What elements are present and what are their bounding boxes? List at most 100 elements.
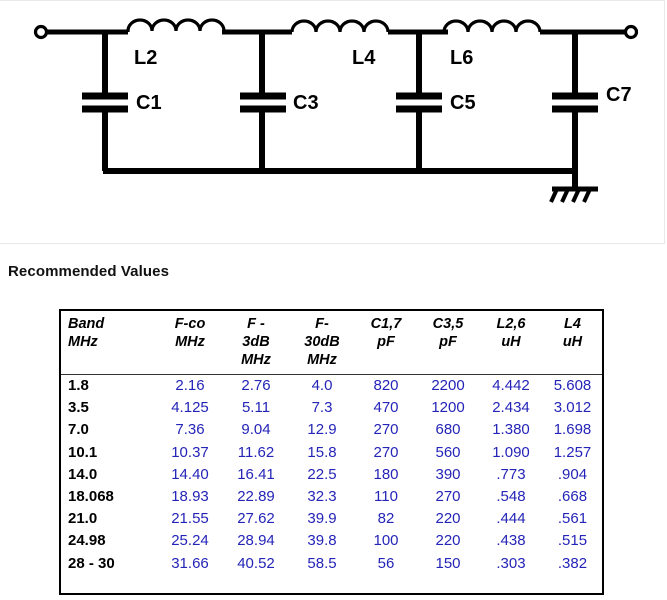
column-header-line: pF bbox=[377, 334, 395, 350]
cell-c35: 2200 bbox=[431, 377, 465, 394]
cell-f3db: 16.41 bbox=[237, 465, 275, 483]
cell-f30db: 58.5 bbox=[307, 554, 337, 572]
cell-l4: 1.698 bbox=[553, 421, 592, 439]
cell-f3db: 28.94 bbox=[237, 532, 275, 550]
cell-band: 10.1 bbox=[68, 443, 98, 461]
cell-fco: 25.24 bbox=[171, 532, 209, 550]
label-C3: C3 bbox=[293, 92, 319, 114]
table-spacer-row bbox=[61, 575, 602, 593]
cell-c35: 1200 bbox=[431, 399, 465, 417]
inductor-L6-coil bbox=[442, 19, 542, 33]
label-C7: C7 bbox=[606, 84, 632, 106]
cell-l4: 5.608 bbox=[553, 377, 592, 394]
cell-c35: 270 bbox=[435, 488, 461, 506]
cell-band: 14.0 bbox=[68, 465, 98, 483]
cell-band: 7.0 bbox=[68, 421, 89, 439]
inductor-L2-coil bbox=[126, 18, 226, 33]
cell-l26: .773 bbox=[496, 465, 526, 483]
label-L4: L4 bbox=[352, 47, 376, 69]
cell-fco: 31.66 bbox=[171, 554, 209, 572]
cell-c17: 56 bbox=[377, 554, 395, 572]
label-C1: C1 bbox=[136, 92, 162, 114]
cell-f3db: 5.11 bbox=[241, 399, 271, 417]
cell-c17: 820 bbox=[373, 377, 399, 394]
cell-f3db: 40.52 bbox=[237, 554, 275, 572]
cell-l26: .548 bbox=[496, 488, 526, 506]
cell-c35: 560 bbox=[435, 443, 461, 461]
column-header-line: L2,6 bbox=[496, 316, 526, 332]
column-header-line: MHz bbox=[175, 334, 205, 350]
cell-c17: 470 bbox=[373, 399, 399, 417]
cell-c35: 220 bbox=[435, 532, 461, 550]
column-header-l4: L4 uH bbox=[543, 311, 602, 375]
cell-f3db: 2.76 bbox=[241, 377, 271, 394]
cell-c35: 680 bbox=[435, 421, 461, 439]
cell-band: 1.8 bbox=[68, 377, 89, 394]
cell-f30db: 39.8 bbox=[307, 532, 337, 550]
inductor-L4-coil bbox=[290, 19, 390, 33]
cell-f30db: 4.0 bbox=[311, 377, 333, 394]
cell-l26: .444 bbox=[496, 510, 526, 528]
cell-c17: 100 bbox=[373, 532, 399, 550]
chassis-ground-icon bbox=[549, 186, 598, 203]
cell-l4: .561 bbox=[557, 510, 588, 528]
cell-band: 24.98 bbox=[68, 532, 106, 550]
column-header-line: uH bbox=[501, 334, 521, 350]
cell-l4: 1.257 bbox=[553, 443, 592, 461]
column-header-c17: C1,7 pF bbox=[355, 311, 417, 375]
cell-l4: .382 bbox=[557, 554, 588, 572]
table-spacer-cell bbox=[61, 575, 602, 593]
column-header-line: C1,7 bbox=[370, 316, 402, 332]
cell-c17: 270 bbox=[373, 443, 399, 461]
cell-l26: 1.090 bbox=[492, 443, 530, 461]
cell-fco: 18.93 bbox=[171, 488, 209, 506]
input-terminal bbox=[33, 24, 49, 40]
cell-f3db: 27.62 bbox=[237, 510, 275, 528]
recommended-values-title: Recommended Values bbox=[8, 263, 170, 280]
column-header-line: 30dB bbox=[304, 334, 340, 350]
cell-fco: 2.16 bbox=[175, 377, 205, 394]
cell-band: 18.068 bbox=[68, 488, 114, 506]
branch-C3 bbox=[240, 32, 286, 171]
cell-c35: 220 bbox=[435, 510, 461, 528]
cell-f30db: 12.9 bbox=[307, 421, 337, 439]
cell-f30db: 15.8 bbox=[307, 443, 337, 461]
cell-fco: 10.37 bbox=[171, 443, 209, 461]
cell-c17: 270 bbox=[373, 421, 399, 439]
cell-fco: 21.55 bbox=[171, 510, 209, 528]
column-header-line: uH bbox=[562, 334, 583, 350]
cell-band: 28 - 30 bbox=[68, 554, 115, 572]
cell-fco: 7.36 bbox=[175, 421, 205, 439]
branch-C5 bbox=[396, 32, 442, 171]
cell-f30db: 32.3 bbox=[307, 488, 337, 506]
output-terminal bbox=[623, 24, 639, 40]
column-header-line: 3dB bbox=[242, 334, 270, 350]
cell-f3db: 22.89 bbox=[237, 488, 275, 506]
cell-f30db: 39.9 bbox=[307, 510, 337, 528]
column-header-line: L4 bbox=[564, 316, 581, 332]
column-header-line: C3,5 bbox=[432, 316, 464, 332]
column-header-line: F-co bbox=[174, 316, 206, 332]
cell-c17: 82 bbox=[377, 510, 395, 528]
cell-l26: 1.380 bbox=[492, 421, 530, 439]
label-L2: L2 bbox=[134, 47, 157, 69]
cell-f30db: 22.5 bbox=[307, 465, 337, 483]
cell-band: 21.0 bbox=[68, 510, 98, 528]
cell-l4: .904 bbox=[557, 465, 588, 483]
cell-c17: 110 bbox=[374, 488, 398, 506]
column-header-line: MHz bbox=[68, 334, 98, 350]
column-header-line: F - bbox=[247, 316, 265, 332]
cell-l4: .515 bbox=[557, 532, 588, 550]
